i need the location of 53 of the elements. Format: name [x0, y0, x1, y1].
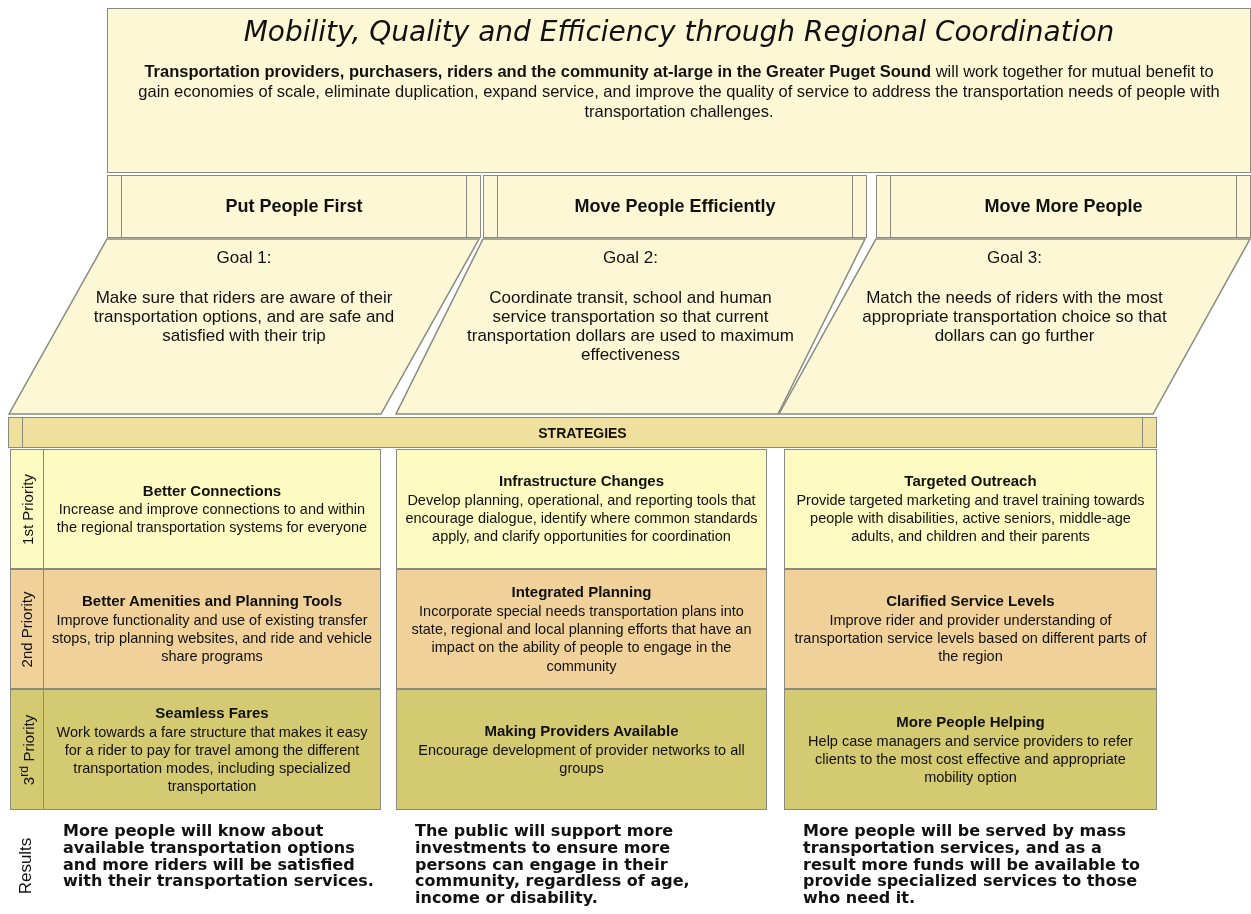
strategy-description: Encourage development of provider networks to all groups — [417, 740, 746, 777]
goal-number: Goal 1: — [216, 248, 272, 268]
result-statement: More people will know about available transportation options and more riders will be satisfied with their transportation services. — [63, 823, 375, 891]
strategy-description: Provide targeted marketing and travel training towards people with disabilities, active seniors, middle-age adults, and children and their parents — [795, 491, 1146, 546]
strategy-panel — [784, 449, 1157, 569]
result-statement: The public will support more investments to ensure more persons can engage in their community, regardless of age, income or disability. — [415, 823, 691, 907]
strategy-heading: Targeted Outreach — [904, 472, 1037, 492]
strategy-heading: Better Connections — [142, 481, 282, 501]
strategy-panel — [43, 449, 381, 569]
row-header — [10, 449, 44, 569]
strategy-heading: Seamless Fares — [155, 703, 269, 723]
strategy-description: Help case managers and service providers to refer clients to the most cost effective and appropriate mobility option — [807, 731, 1134, 787]
row-header — [10, 689, 44, 810]
strategy-description: Develop planning, operational, and reporting tools that encourage dialogue, identify where common standards apply, and clarify opportunities for coordination — [405, 491, 758, 546]
strategy-heading: Making Providers Available — [484, 722, 679, 741]
pillar-box — [483, 175, 867, 238]
strategy-description: Improve rider and provider understanding of transportation service levels based on different parts of the region — [793, 611, 1148, 666]
strategy-description: Incorporate special needs transportation plans into state, regional and local planning efforts that have an impact on the ability of people to engage in the community — [410, 602, 753, 675]
band-heading: STRATEGIES — [538, 424, 627, 441]
strategy-heading: Integrated Planning — [511, 583, 652, 603]
strategy-heading: Better Amenities and Planning Tools — [81, 592, 342, 612]
strategy-panel — [396, 689, 767, 810]
priority-label: 2nd Priority — [18, 591, 36, 667]
mission-statement: Transportation providers, purchasers, riders and the community at-large in the Greater Puget Sound will work together for mutual benefit to gain economies of scale, eliminate duplication, expand service, and improve the quality of service to address the transportation needs of people with transportation challenges. — [137, 62, 1221, 122]
pillar-box — [107, 175, 481, 238]
strategy-panel — [43, 569, 381, 689]
strategy-panel — [43, 689, 381, 810]
strategy-description: Increase and improve connections to and within the regional transportation systems for everyone — [55, 500, 369, 537]
title-text: Mobility, Quality and Efficiency through Regional Coordination — [243, 15, 1115, 48]
goal-description: Match the needs of riders with the most appropriate transportation choice so that dollars can go further — [861, 288, 1168, 346]
strategy-heading: More People Helping — [896, 712, 1045, 732]
strategy-panel — [396, 569, 767, 689]
priority-label: 1st Priority — [18, 473, 36, 545]
pillar-heading: Put People First — [225, 196, 363, 217]
pillar-heading: Move More People — [984, 196, 1143, 217]
header-panel — [107, 8, 1251, 173]
goal-description: Make sure that riders are aware of their transportation options, and are safe and satisfied with their trip — [92, 288, 396, 346]
goal-description: Coordinate transit, school and human service transportation so that current transportation dollars are used to maximum effectiveness — [466, 288, 795, 365]
strategy-description: Improve functionality and use of existing transfer stops, trip planning websites, and ride and vehicle share programs — [52, 611, 372, 666]
strategies-band — [8, 417, 1157, 448]
pillar-box — [876, 175, 1251, 238]
row-header — [10, 569, 44, 689]
results-label: Results — [16, 837, 36, 895]
strategy-description: Work towards a fare structure that makes it easy for a rider to pay for travel among the different transportation modes, including specialized transportation — [55, 722, 369, 796]
goal-number: Goal 3: — [987, 248, 1042, 268]
pillar-heading: Move People Efficiently — [574, 196, 776, 217]
strategy-panel — [784, 689, 1157, 810]
strategy-heading: Infrastructure Changes — [498, 472, 664, 492]
result-statement: More people will be served by mass transportation services, and as a result more funds will be available to provide specialized services to those who need it. — [803, 823, 1142, 907]
strategy-heading: Clarified Service Levels — [886, 592, 1055, 612]
strategy-panel — [784, 569, 1157, 689]
strategy-panel — [396, 449, 767, 569]
goal-number: Goal 2: — [603, 248, 658, 268]
